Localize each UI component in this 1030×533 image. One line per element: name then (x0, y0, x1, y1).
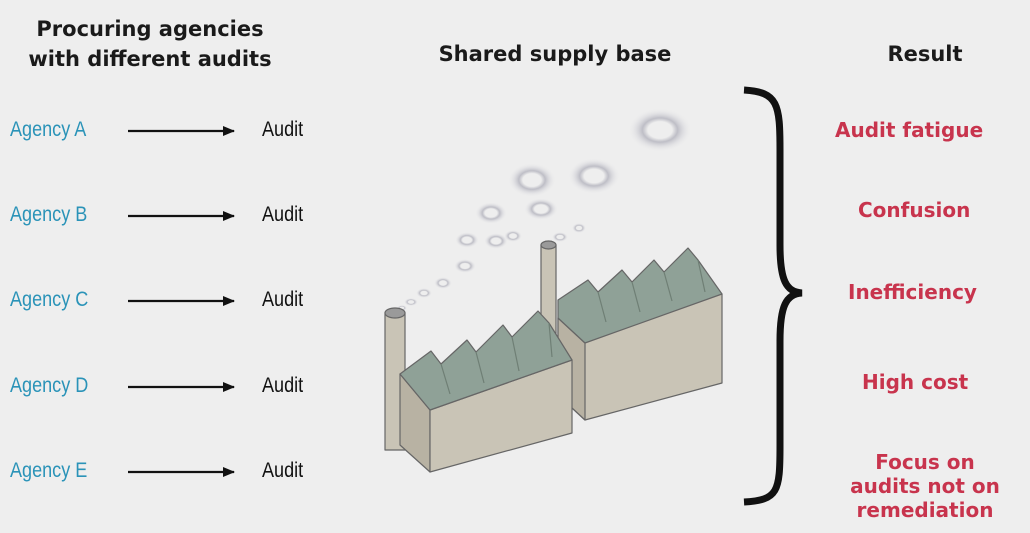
audit-d: Audit (262, 374, 304, 397)
result-focus-line3: remediation (856, 498, 994, 522)
header-procuring-line1: Procuring agencies (36, 17, 264, 41)
smoke-puffs (397, 108, 692, 311)
header-result: Result (887, 42, 963, 66)
audit-a: Audit (262, 118, 304, 141)
agency-b: Agency B (10, 203, 88, 226)
arrows (128, 126, 235, 477)
audit-c: Audit (262, 288, 304, 311)
result-focus-line1: Focus on (875, 450, 975, 474)
result-focus-line2: audits not on (850, 474, 1000, 498)
result-high-cost: High cost (862, 370, 969, 394)
header-shared-supply-base: Shared supply base (438, 42, 672, 66)
agency-c: Agency C (10, 288, 89, 311)
audit-e: Audit (262, 459, 304, 482)
result-focus-on-audits: Focus on audits not on remediation (832, 450, 1018, 533)
audit-b: Audit (262, 203, 304, 226)
agency-d: Agency D (10, 374, 89, 397)
result-confusion: Confusion (858, 198, 971, 222)
result-inefficiency: Inefficiency (848, 280, 977, 304)
agency-e: Agency E (10, 459, 88, 482)
curly-brace (743, 86, 803, 506)
header-procuring-line2: with different audits (28, 47, 272, 71)
factory-front (384, 307, 573, 473)
agency-a: Agency A (10, 118, 87, 141)
result-audit-fatigue: Audit fatigue (835, 118, 984, 142)
